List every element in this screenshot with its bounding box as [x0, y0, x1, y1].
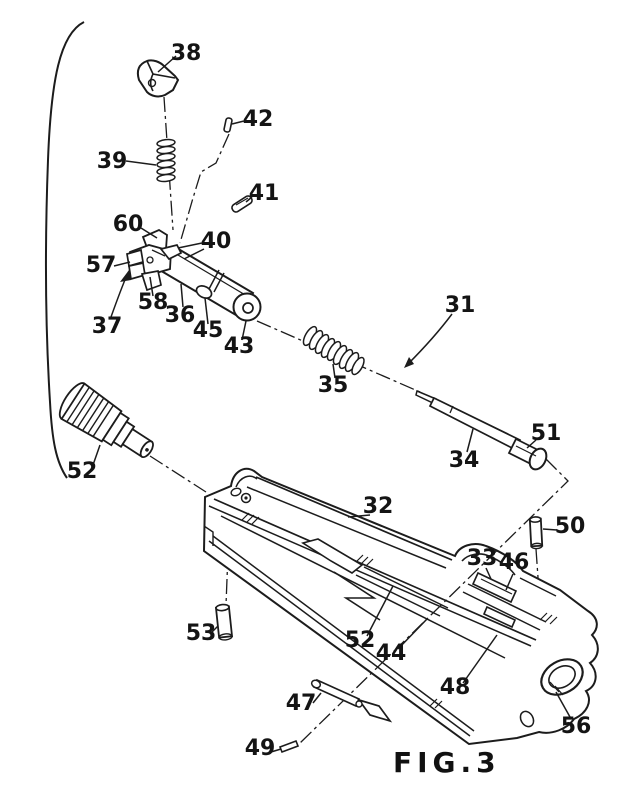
- part-label-50: 50: [555, 514, 586, 539]
- part-label-41: 41: [249, 181, 280, 206]
- part-label-42: 42: [243, 107, 274, 132]
- end-face-hole-56: [540, 658, 584, 696]
- part-label-52-rail: 52: [345, 628, 376, 653]
- part-35-spring: [302, 325, 365, 376]
- part-53-pin: [214, 603, 234, 641]
- part-label-38: 38: [171, 41, 202, 66]
- part-label-53: 53: [186, 621, 217, 646]
- part-label-32: 32: [363, 494, 394, 519]
- left-brace: [44, 21, 85, 479]
- bolt-extractor-40: [159, 244, 183, 261]
- part-label-47: 47: [286, 691, 317, 716]
- part-label-34: 34: [449, 448, 480, 473]
- part-49-pin: [278, 739, 300, 754]
- part-labels: 38 42 39 41 60 40 57 58 37 36 45 43 35 3…: [67, 41, 592, 761]
- part-label-58: 58: [138, 290, 169, 315]
- part-38-bolt-handle: [136, 59, 180, 98]
- part-label-49: 49: [245, 736, 276, 761]
- part-label-37: 37: [92, 314, 123, 339]
- part-label-46: 46: [499, 550, 530, 575]
- part-52-cocking-knob: [58, 382, 154, 459]
- bolt-lug-45: [195, 285, 213, 299]
- bolt-bottom-lug-58: [140, 270, 162, 292]
- part-label-43: 43: [224, 334, 255, 359]
- leader-lines: [92, 55, 571, 753]
- part-label-57: 57: [86, 253, 117, 278]
- bolt-assembly: [126, 228, 262, 322]
- part-label-52-knob: 52: [67, 459, 98, 484]
- part-label-44: 44: [376, 641, 407, 666]
- receiver-32: [202, 467, 599, 746]
- part-label-56: 56: [561, 714, 592, 739]
- pin-48: [482, 605, 517, 629]
- axis-knob-52: [149, 455, 207, 493]
- part-50-pin: [528, 516, 544, 550]
- part-label-33: 33: [467, 546, 498, 571]
- part-34-firing-pin: [415, 389, 548, 471]
- axis-bend-to-49: [297, 458, 569, 746]
- part-label-36: 36: [165, 303, 196, 328]
- part-label-35: 35: [318, 373, 349, 398]
- part-label-31: 31: [445, 293, 476, 318]
- part-label-48: 48: [440, 675, 471, 700]
- part-47-rod: [310, 678, 393, 723]
- part-42-pin: [223, 117, 233, 133]
- figure-title: FIG.3: [393, 746, 501, 779]
- part-label-60: 60: [113, 212, 144, 237]
- part-label-40: 40: [201, 229, 232, 254]
- part-39-spring: [156, 138, 176, 183]
- hatching: [241, 512, 558, 709]
- axis-pin-42: [179, 133, 230, 244]
- part-label-51: 51: [531, 421, 562, 446]
- part-label-39: 39: [97, 149, 128, 174]
- part-label-45: 45: [193, 318, 224, 343]
- floor-rail: [301, 538, 364, 574]
